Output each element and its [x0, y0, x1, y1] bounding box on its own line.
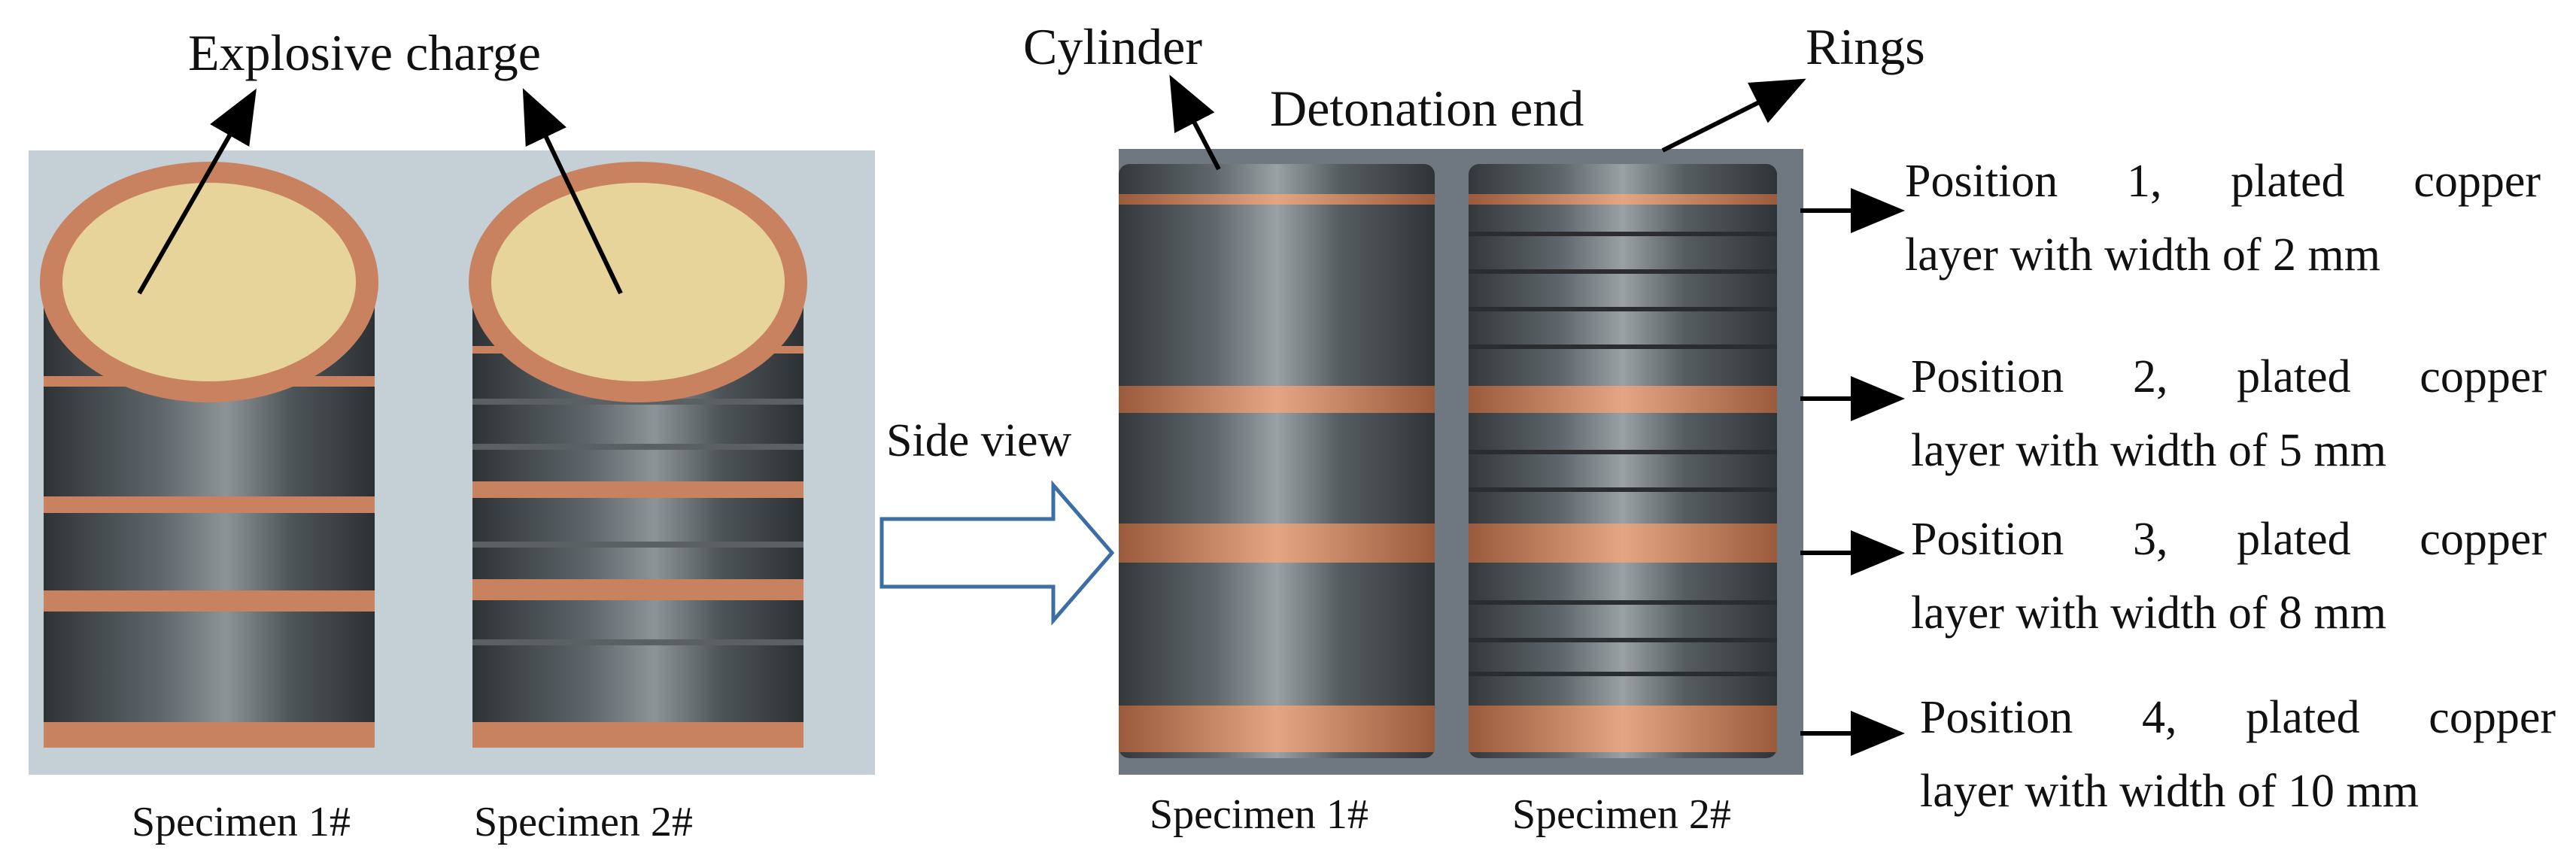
position-2-line1: Position 2, plated copper: [1911, 351, 2547, 402]
explosive-arrow-1: [137, 88, 257, 295]
position-1-line2: layer with width of 2 mm: [1905, 229, 2380, 281]
position-3-line2: layer with width of 8 mm: [1911, 587, 2386, 639]
rings-label: Rings: [1806, 18, 1925, 75]
position-1-line1: Position 1, plated copper: [1905, 156, 2541, 207]
explosive-charge-label: Explosive charge: [188, 24, 541, 81]
position-4-line2: layer with width of 10 mm: [1920, 766, 2419, 817]
specimen-1-body: [40, 162, 378, 748]
right-specimen-photo: [1119, 149, 1803, 775]
right-specimen-1-caption: Specimen 1#: [1150, 791, 1368, 838]
position-4-line1: Position 4, plated copper: [1920, 692, 2556, 743]
position-2-line2: layer with width of 5 mm: [1911, 425, 2386, 476]
position-3-line1: Position 3, plated copper: [1911, 514, 2547, 565]
specimen-2-body: [469, 162, 807, 748]
rings-arrow: [1661, 78, 1806, 153]
side-view-block-arrow: [879, 480, 1115, 626]
position-2-text: Position 2, plated copper layer with wid…: [1911, 340, 2547, 487]
position-4-text: Position 4, plated copper layer with wid…: [1920, 681, 2556, 828]
position-3-text: Position 3, plated copper layer with wid…: [1911, 502, 2547, 650]
side-view-specimen-2: [1469, 164, 1777, 758]
side-view-specimen-1: [1119, 164, 1435, 758]
explosive-arrow-2: [522, 88, 623, 295]
left-specimen-2-caption: Specimen 2#: [474, 799, 693, 845]
side-view-label: Side view: [886, 415, 1072, 466]
left-specimen-photo: [29, 150, 875, 775]
detonation-end-label: Detonation end: [1270, 80, 1584, 137]
position-1-text: Position 1, plated copper layer with wid…: [1905, 144, 2541, 292]
right-specimen-2-caption: Specimen 2#: [1512, 791, 1731, 838]
cylinder-label: Cylinder: [1023, 18, 1202, 75]
left-specimen-1-caption: Specimen 1#: [132, 799, 351, 845]
cylinder-arrow: [1169, 74, 1221, 171]
left-specimen-illustration: [40, 162, 807, 748]
right-specimen-illustration: [1119, 164, 1777, 758]
